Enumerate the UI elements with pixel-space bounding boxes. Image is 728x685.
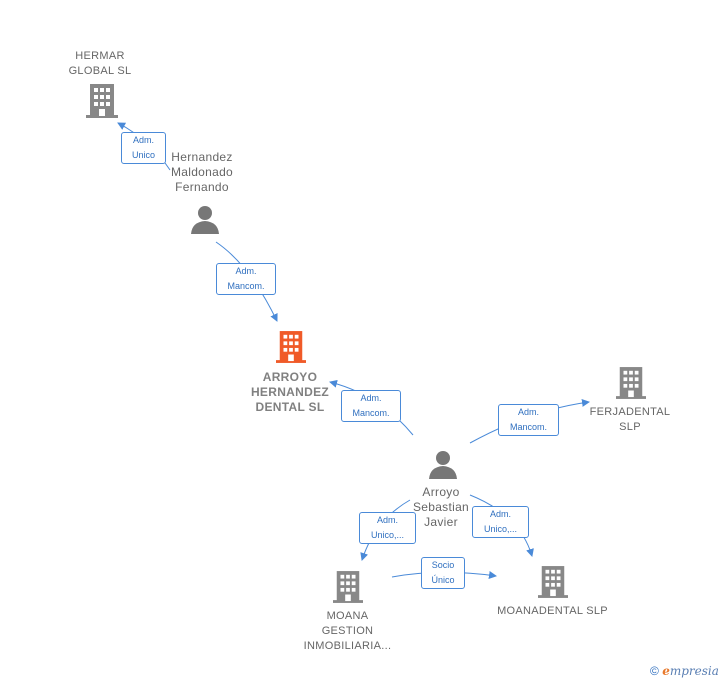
node-label-hernandez: Hernandez Maldonado Fernando [170, 150, 234, 194]
building-icon[interactable] [616, 366, 646, 405]
node-label-ferjadental: FERJADENTAL SLP [589, 406, 671, 433]
brand-logo: empresia [662, 664, 719, 678]
edge-label-moana-moanadental[interactable]: Socio Único [421, 557, 465, 589]
copyright-icon: © [650, 664, 659, 678]
building-icon[interactable] [86, 84, 118, 123]
edge-label-arroyo-sj-arroyo-hd[interactable]: Adm. Mancom. [341, 390, 401, 422]
footer-brand: © empresia [650, 664, 719, 678]
building-icon[interactable] [276, 330, 306, 369]
node-label-moana: MOANA GESTION INMOBILIARIA... [303, 610, 392, 652]
node-label-arroyo-sebastian-javier: Arroyo Sebastian Javier [412, 485, 470, 529]
building-icon[interactable] [333, 570, 363, 609]
edge-label-hernandez-arroyo-hd[interactable]: Adm. Mancom. [216, 263, 276, 295]
node-label-moanadental: MOANADENTAL SLP [497, 605, 608, 617]
node-label-arroyo-hernandez-dental: ARROYO HERNANDEZ DENTAL SL [250, 370, 330, 414]
edge-label-arroyo-sj-moana[interactable]: Adm. Unico,... [359, 512, 416, 544]
person-icon[interactable] [190, 205, 220, 240]
edge-label-arroyo-sj-moanadental[interactable]: Adm. Unico,... [472, 506, 529, 538]
edge-label-hernandez-hermar[interactable]: Adm. Unico [121, 132, 166, 164]
building-icon[interactable] [538, 565, 568, 604]
person-icon[interactable] [428, 450, 458, 485]
brand-initial: e [662, 664, 670, 678]
brand-name: mpresia [669, 664, 719, 678]
node-label-hermar: HERMAR GLOBAL SL [68, 50, 132, 77]
edge-label-arroyo-sj-ferjadental[interactable]: Adm. Mancom. [498, 404, 559, 436]
